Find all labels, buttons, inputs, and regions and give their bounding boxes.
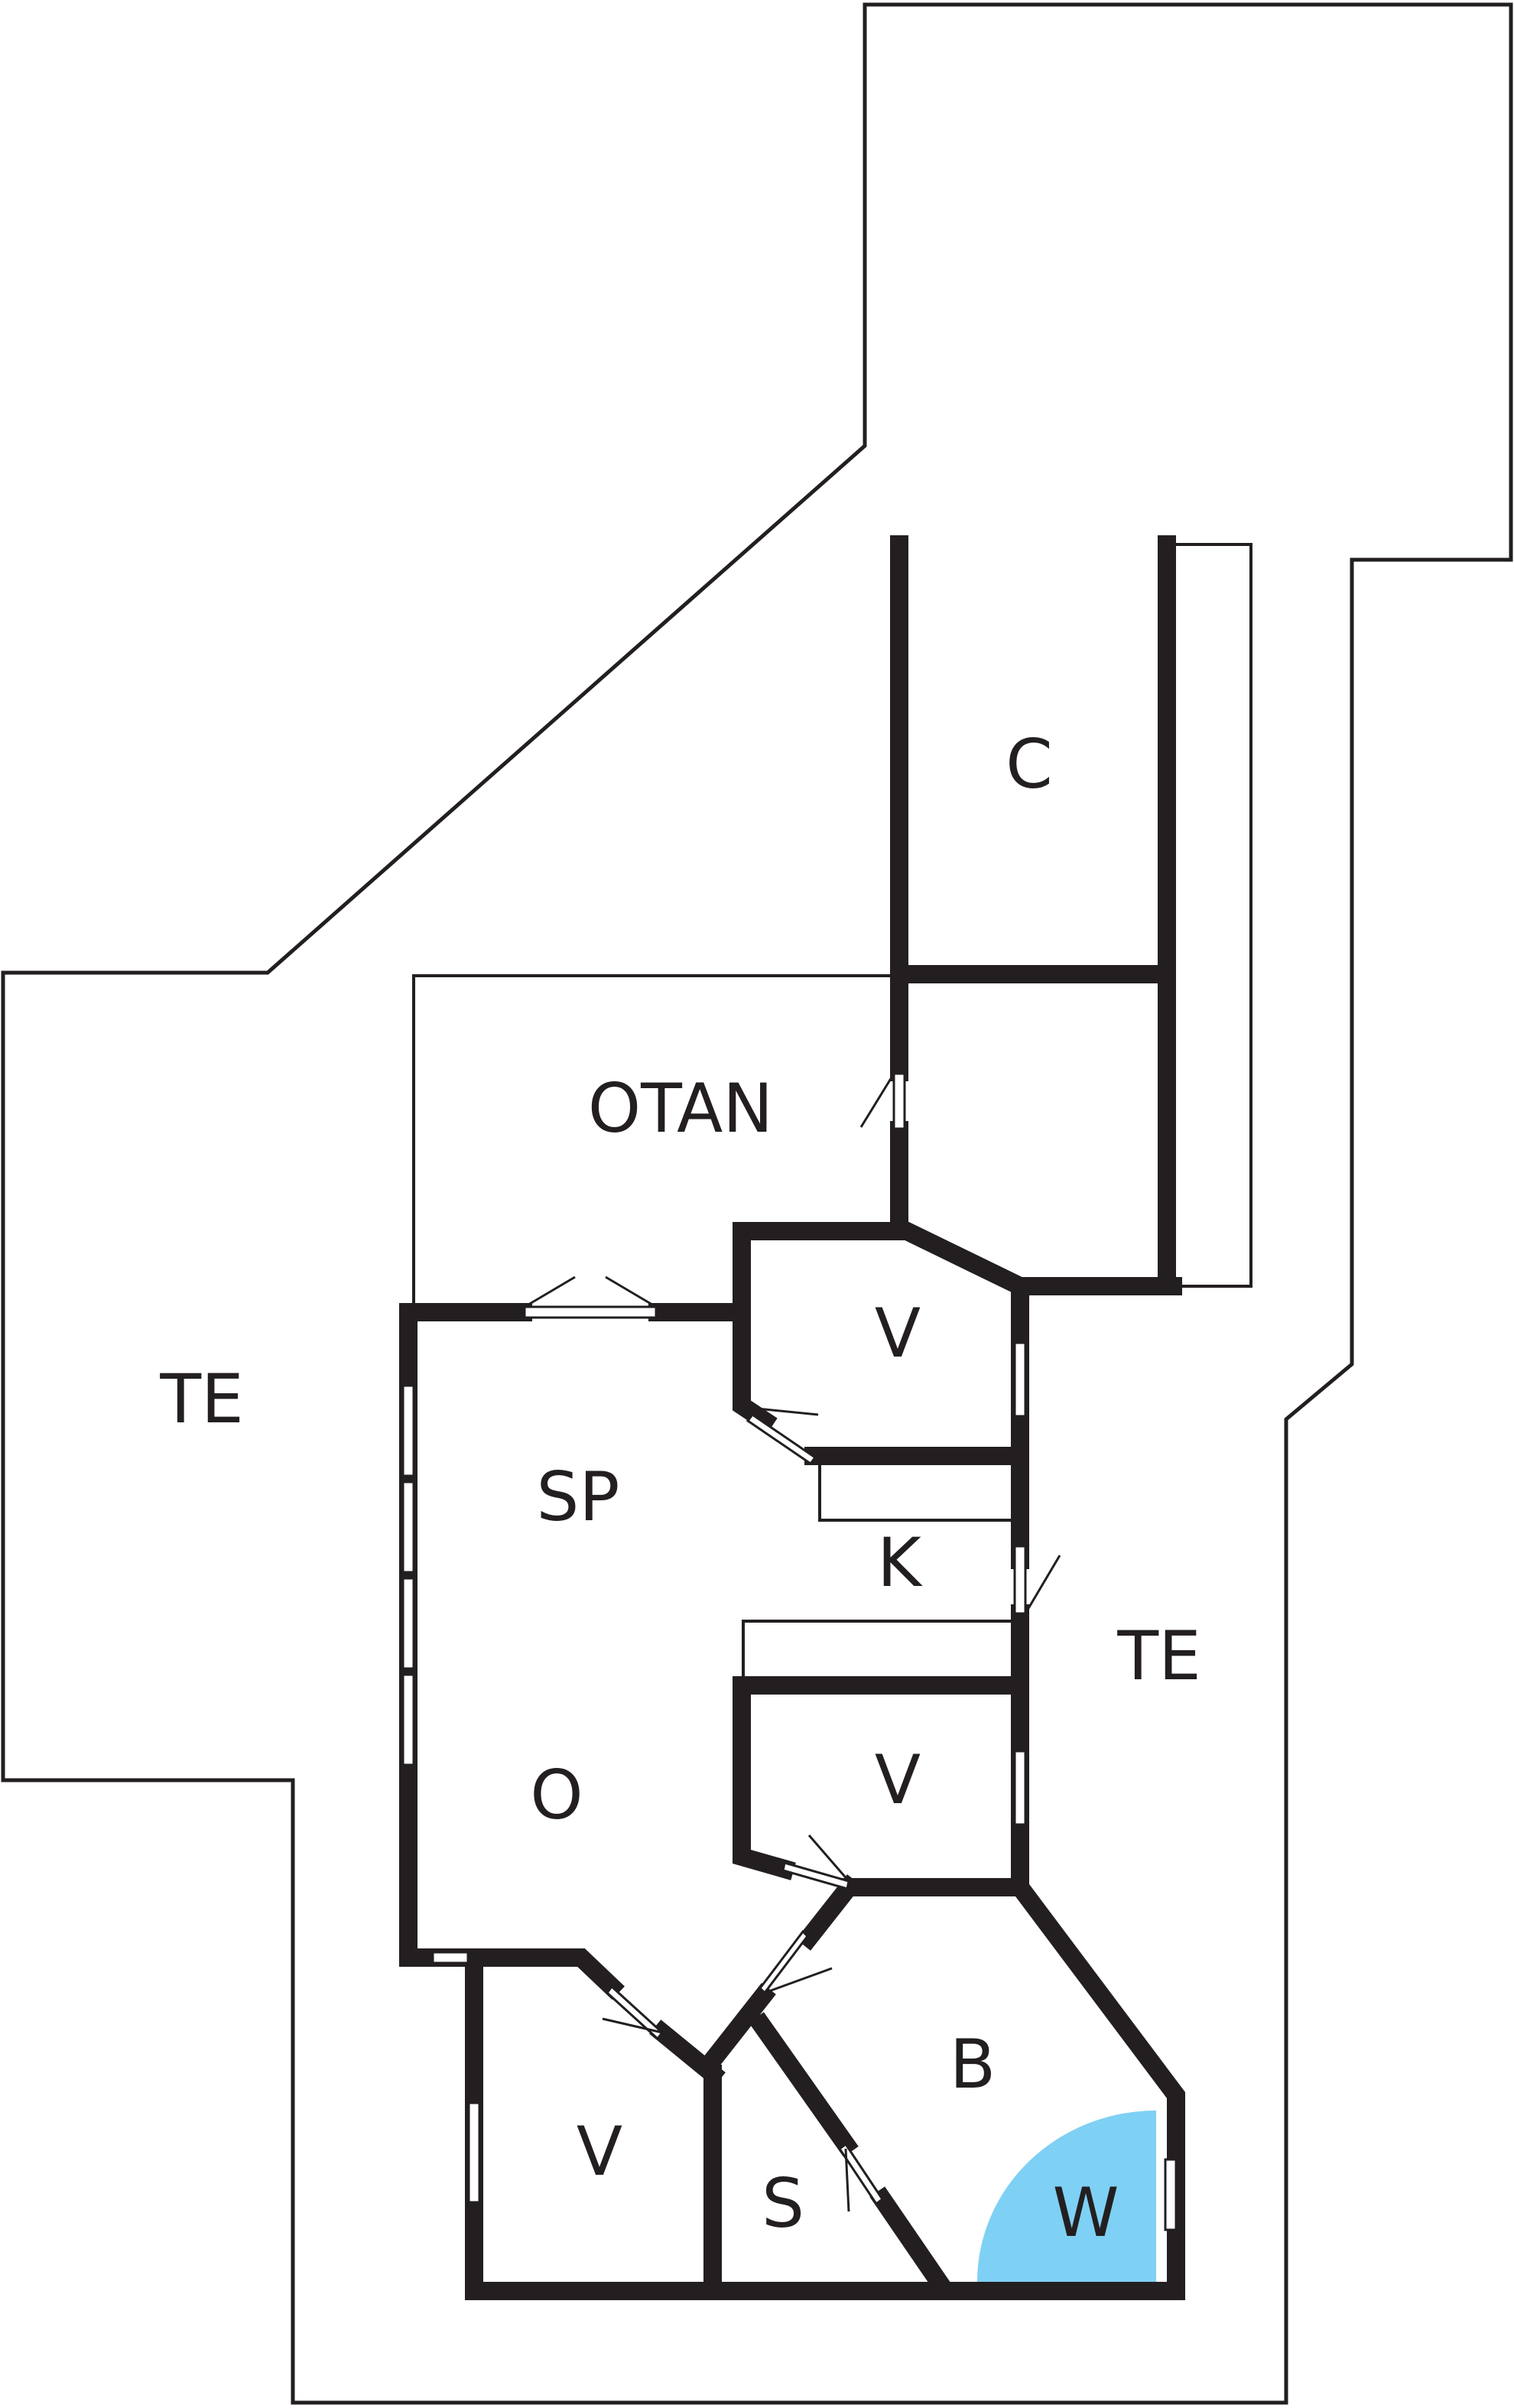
door-k-exterior-swing: [1024, 1555, 1061, 1614]
room-label-w: W: [1052, 2173, 1119, 2252]
window-v-mid: [1013, 1750, 1027, 1826]
door-s-swing: [844, 2148, 850, 2212]
window-v-bottom: [467, 2101, 481, 2204]
room-label-s: S: [762, 2164, 804, 2243]
window-sp-4: [401, 1673, 415, 1766]
house-wall-north: [648, 1222, 1182, 1321]
shower-highlight: [977, 2111, 1156, 2282]
room-label-v-bottom: V: [577, 2112, 622, 2191]
kitchen-counter-lower: [742, 1620, 1014, 1679]
window-o-corner: [431, 1951, 469, 1964]
door-k-exterior: [1013, 1545, 1027, 1615]
room-label-v-top: V: [875, 1294, 921, 1373]
door-v-mid-swing: [807, 1834, 850, 1882]
door-sp-entry: [523, 1305, 658, 1319]
door-b: [759, 1929, 809, 1995]
door-s: [837, 2142, 885, 2206]
wall-s-b-lower: [869, 2186, 955, 2299]
wall-s-b: [749, 2012, 859, 2157]
room-label-o: O: [530, 1756, 583, 1834]
kitchen-counter-upper: [818, 1462, 1014, 1522]
door-v-mid: [781, 1861, 850, 1890]
room-label-sp: SP: [537, 1457, 620, 1536]
window-sp-1: [401, 1384, 415, 1477]
door-v-top: [746, 1412, 817, 1466]
wall-v-bottom: [465, 1948, 625, 2000]
door-sp-entry-swing: [524, 1275, 657, 1308]
wall-v-mid: [733, 1676, 1029, 1880]
door-v-bottom: [605, 1984, 664, 2041]
room-label-te-right: TE: [1116, 1617, 1200, 1695]
room-label-b: B: [950, 2025, 996, 2104]
door-b-swing: [764, 1967, 833, 1994]
window-sp-2: [401, 1480, 415, 1574]
room-label-otan: OTAN: [588, 1069, 773, 1148]
room-label-k: K: [877, 1523, 923, 1602]
otan-outline: [412, 974, 893, 1306]
door-otan-swing: [859, 1073, 895, 1128]
annex-outline: [1168, 543, 1252, 1288]
room-label-v-mid: V: [875, 1740, 921, 1819]
wall-b-diag-lower: [700, 1983, 776, 2073]
window-sp-3: [401, 1577, 415, 1670]
house-wall-north-left: [399, 1303, 532, 1967]
room-label-te-left: TE: [159, 1360, 243, 1438]
door-v-top-swing: [756, 1407, 819, 1416]
door-otan: [892, 1072, 906, 1130]
window-w: [1164, 2158, 1178, 2231]
door-v-bottom-swing: [602, 2017, 663, 2034]
room-label-c: C: [1006, 725, 1052, 804]
wall-v-top: [733, 1303, 778, 1434]
wall-v-bottom-diag: [649, 2020, 726, 2087]
window-v-top: [1013, 1341, 1027, 1418]
wall-b-diag: [796, 1874, 862, 1951]
